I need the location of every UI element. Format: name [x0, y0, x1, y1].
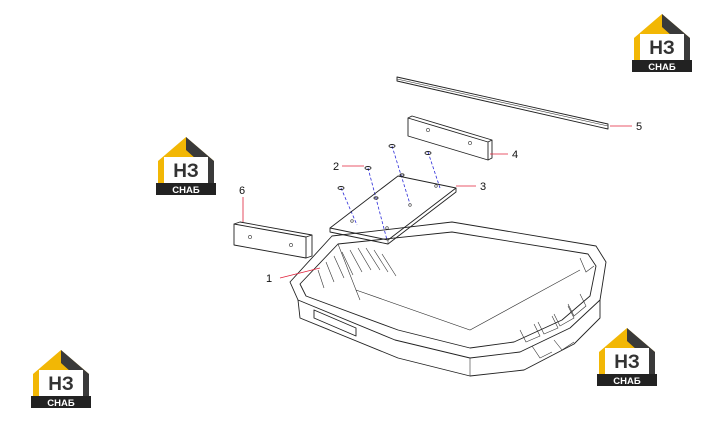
bolt-axis — [427, 151, 441, 189]
brand-logo-bottom-left: НЗ СНАБ — [31, 350, 91, 409]
callout-6-label: 6 — [239, 185, 245, 197]
callout-6: 6 — [239, 185, 245, 222]
callout-1: 1 — [266, 267, 321, 285]
bolt-head — [337, 186, 345, 190]
callout-2: 2 — [333, 161, 364, 173]
part-4-plate — [407, 115, 493, 161]
bolt-head — [388, 144, 396, 148]
part-5-rod — [396, 76, 609, 130]
callout-3: 3 — [456, 181, 486, 193]
brand-logo-bottom-right: НЗ СНАБ — [597, 328, 657, 387]
callout-5: 5 — [610, 121, 642, 133]
logo-word-text: СНАБ — [648, 62, 676, 73]
logo-mark-text: НЗ — [48, 374, 74, 395]
bolt-nut — [399, 173, 405, 177]
logo-mark-text: НЗ — [173, 161, 199, 182]
logo-word-text: СНАБ — [47, 398, 75, 409]
part-3-plate — [329, 175, 457, 245]
logo-word-text: СНАБ — [172, 185, 200, 196]
callout-4: 4 — [490, 149, 518, 161]
bolt-axis — [340, 187, 358, 226]
part-6-plate — [233, 221, 313, 259]
brand-logo-top-right: НЗ СНАБ — [632, 14, 692, 73]
callout-5-label: 5 — [636, 121, 642, 133]
logo-mark-text: НЗ — [614, 352, 640, 373]
brand-logo-left: НЗ СНАБ — [156, 137, 216, 196]
callout-1-label: 1 — [266, 273, 272, 285]
handle-slot — [313, 309, 357, 337]
bolt-axis — [391, 145, 411, 205]
bolt-nut — [373, 196, 379, 200]
callout-2-label: 2 — [333, 161, 339, 173]
bolt-head — [424, 151, 432, 155]
bolt-head — [364, 166, 372, 170]
bolt-axis — [367, 167, 388, 241]
part-2-bolts — [337, 144, 441, 241]
part-1-tray — [289, 221, 607, 377]
callout-3-label: 3 — [480, 181, 486, 193]
callout-4-label: 4 — [512, 149, 518, 161]
logo-word-text: СНАБ — [613, 376, 641, 387]
logo-mark-text: НЗ — [649, 38, 675, 59]
